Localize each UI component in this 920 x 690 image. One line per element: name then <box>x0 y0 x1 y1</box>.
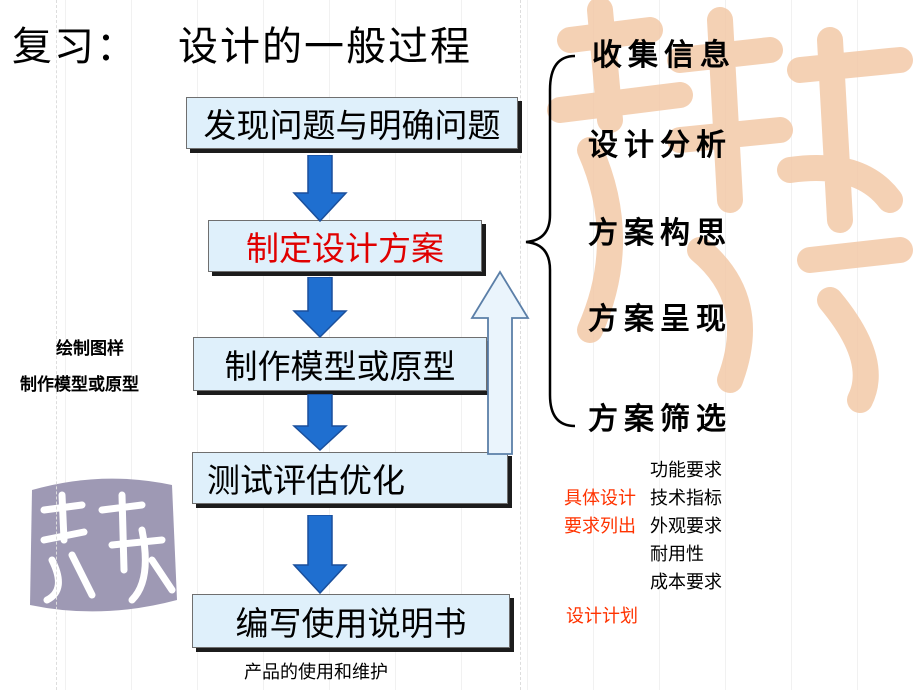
note-design-plan: 设计计划 <box>566 606 638 627</box>
note-detailed-design: 具体设计 <box>564 488 636 509</box>
bottom-note: 产品的使用和维护 <box>244 662 388 683</box>
requirement-item: 功能要求 <box>650 460 722 481</box>
guide-line <box>56 0 57 690</box>
guide-line <box>520 0 521 690</box>
curly-brace <box>525 54 576 428</box>
calligraphy-watermark <box>547 0 913 413</box>
step-label: 制作模型或原型 <box>224 347 456 386</box>
process-item: 方案呈现 <box>588 302 732 337</box>
step-label: 测试评估优化 <box>207 461 405 500</box>
note-requirements-listed: 要求列出 <box>564 516 636 537</box>
down-arrow-icon <box>292 394 348 452</box>
down-arrow-icon <box>292 277 348 339</box>
process-item: 方案构思 <box>588 216 732 251</box>
step-box-make-model: 制作模型或原型 <box>193 337 487 391</box>
page-title: 复习：设计的一般过程 <box>12 24 472 70</box>
requirement-item: 技术指标 <box>650 488 722 509</box>
process-item: 收集信息 <box>592 38 736 73</box>
step-label: 制定设计方案 <box>246 229 444 268</box>
step-box-discover-problem: 发现问题与明确问题 <box>186 97 518 149</box>
step-label: 编写使用说明书 <box>235 604 467 643</box>
step-box-make-plan: 制定设计方案 <box>208 220 482 272</box>
process-item: 设计分析 <box>588 128 732 163</box>
step-box-test-evaluate: 测试评估优化 <box>192 452 508 504</box>
step-box-write-manual: 编写使用说明书 <box>192 594 510 648</box>
requirement-item: 成本要求 <box>650 572 722 593</box>
side-label-model: 制作模型或原型 <box>20 375 139 395</box>
process-item: 方案筛选 <box>588 402 732 437</box>
step-label: 发现问题与明确问题 <box>203 106 501 145</box>
side-label-draw: 绘制图样 <box>56 339 124 359</box>
requirement-item: 外观要求 <box>650 516 722 537</box>
seal-logo <box>30 478 177 612</box>
down-arrow-icon <box>292 515 348 595</box>
requirement-item: 耐用性 <box>650 544 704 565</box>
down-arrow-icon <box>292 155 348 223</box>
feedback-up-arrow-icon <box>470 270 530 455</box>
